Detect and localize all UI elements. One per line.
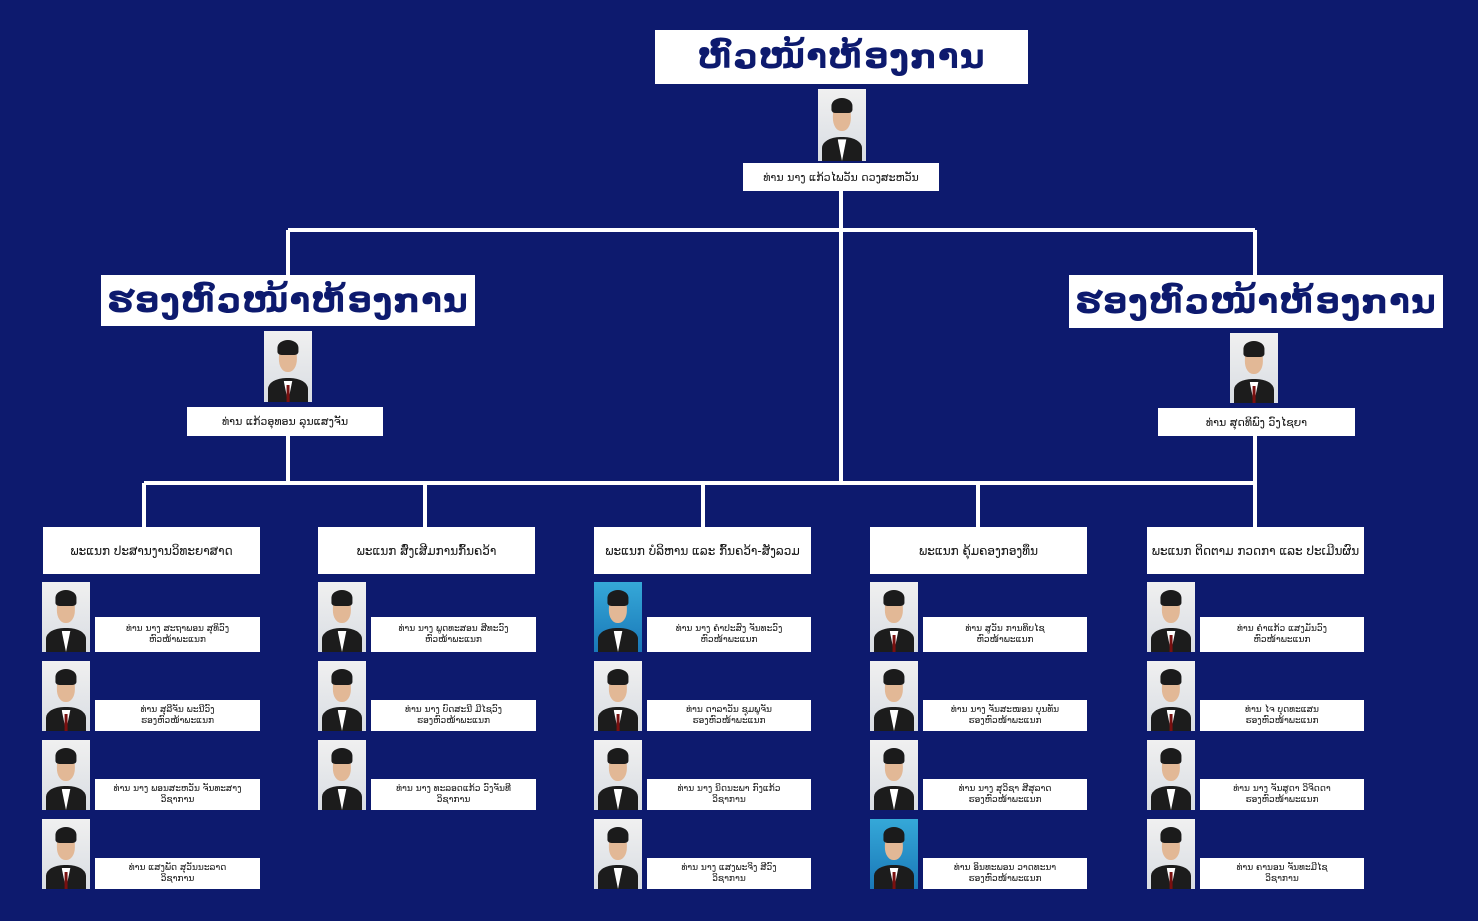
deputy-photo-left bbox=[264, 331, 312, 402]
member-name: ທ່ານ ນາງ ທະລອດແກ້ວ ວົງຈັນທີ bbox=[396, 783, 511, 794]
member-position: ຮອງຫົວໜ້າພະແນກ bbox=[1245, 794, 1319, 805]
member-photo bbox=[318, 582, 366, 652]
chief-photo bbox=[818, 89, 866, 161]
member-card: ທ່ານ ນາງ ພູດທະສອນ ສີທະວົງຫົວໜ້າພະແນກ bbox=[371, 617, 536, 652]
member-position: ຮອງຫົວໜ້າພະແນກ bbox=[416, 715, 491, 726]
member-card: ທ່ານ ນາງ ທະລອດແກ້ວ ວົງຈັນທີວິຊາການ bbox=[371, 779, 536, 810]
member-position: ວິຊາການ bbox=[712, 794, 746, 805]
member-name: ທ່ານ ນາງ ຈັນສູດາ ວິຈິດດາ bbox=[1233, 783, 1331, 794]
member-name: ທ່ານ ນາງ ສະຖາພອນ ສຸທິວົງ bbox=[125, 623, 230, 634]
member-name: ທ່ານ ນາງ ບົດສະນີ ມີໄຊວົງ bbox=[405, 704, 502, 715]
member-photo bbox=[42, 740, 90, 810]
member-position: ຫົວໜ້າພະແນກ bbox=[1253, 634, 1311, 645]
member-photo bbox=[318, 740, 366, 810]
member-card: ທ່ານ ນາງ ຈັນສະໜອນ ບຸນທັນຮອງຫົວໜ້າພະແນກ bbox=[923, 700, 1087, 731]
member-position: ວິຊາການ bbox=[1265, 873, 1299, 884]
member-name: ທ່ານ ຄຳແກ້ວ ແສງມັນວົງ bbox=[1237, 623, 1327, 634]
member-card: ທ່ານ ສູວັນ ການທິບໄຊຫົວໜ້າພະແນກ bbox=[923, 617, 1087, 652]
department-title: ພະແນກ ຕິດຕາມ ກວດກາ ແລະ ປະເມີນຜົນ bbox=[1147, 527, 1364, 574]
member-card: ທ່ານ ນາງ ນິດນະພາ ກົງແກ້ວວິຊາການ bbox=[647, 779, 811, 810]
deputy-photo-right bbox=[1230, 333, 1278, 403]
member-position: ຫົວໜ້າພະແນກ bbox=[700, 634, 758, 645]
member-name: ທ່ານ ສູວັນ ການທິບໄຊ bbox=[965, 623, 1045, 634]
deputy-name-right: ທ່ານ ສຸດທິພົງ ວົງໄຊຍາ bbox=[1158, 408, 1355, 436]
member-card: ທ່ານ ນາງ ບົດສະນີ ມີໄຊວົງຮອງຫົວໜ້າພະແນກ bbox=[371, 700, 536, 731]
department-title: ພະແນກ ບໍລິຫານ ແລະ ກົ້ນຄວ້າ-ສັງລວມ bbox=[594, 527, 811, 574]
member-card: ທ່ານ ແສງພັດ ສຸວັນນະລາດວິຊາການ bbox=[95, 858, 260, 889]
member-photo bbox=[42, 819, 90, 889]
member-name: ທ່ານ ນາງ ນິດນະພາ ກົງແກ້ວ bbox=[677, 783, 781, 794]
deputy-name-left: ທ່ານ ແກ້ວອຸທອນ ລຸນແສງຈັນ bbox=[187, 407, 383, 436]
department-title: ພະແນກ ສົ່ງເສີມການກົ້ນຄວ້າ bbox=[318, 527, 535, 574]
member-card: ທ່ານ ນາງ ຄຳປະສົງ ຈັນທະວົງຫົວໜ້າພະແນກ bbox=[647, 617, 811, 652]
member-name: ທ່ານ ແສງພັດ ສຸວັນນະລາດ bbox=[128, 862, 227, 873]
member-name: ທ່ານ ນາງ ພູດທະສອນ ສີທະວົງ bbox=[398, 623, 509, 634]
deputy-title-left: ຮອງຫົວໜ້າຫ້ອງການ bbox=[101, 275, 475, 326]
member-photo bbox=[870, 582, 918, 652]
member-card: ທ່ານ ຄານອນ ຈັນທະມີໄຊວິຊາການ bbox=[1200, 858, 1364, 889]
member-photo bbox=[594, 740, 642, 810]
member-position: ວິຊາການ bbox=[160, 873, 195, 884]
member-position: ວິຊາການ bbox=[712, 873, 746, 884]
member-name: ທ່ານ ຄານອນ ຈັນທະມີໄຊ bbox=[1236, 862, 1328, 873]
member-photo bbox=[318, 661, 366, 731]
member-card: ທ່ານ ນາງ ພອນສະຫວັນ ຈັນທະສາງວິຊາການ bbox=[95, 779, 260, 810]
member-name: ທ່ານ ນາງ ພອນສະຫວັນ ຈັນທະສາງ bbox=[113, 783, 242, 794]
member-name: ທ່ານ ໄຈ ບຸດທະແສນ bbox=[1245, 704, 1319, 715]
chief-title: ຫົວໜ້າຫ້ອງການ bbox=[655, 30, 1028, 84]
member-position: ວິຊາການ bbox=[160, 794, 195, 805]
member-photo bbox=[1147, 819, 1195, 889]
member-position: ຮອງຫົວໜ້າພະແນກ bbox=[692, 715, 766, 726]
member-name: ທ່ານ ນາງ ຄຳປະສົງ ຈັນທະວົງ bbox=[675, 623, 783, 634]
member-position: ຮອງຫົວໜ້າພະແນກ bbox=[1245, 715, 1319, 726]
member-photo bbox=[42, 661, 90, 731]
member-card: ທ່ານ ນາງ ຈັນສູດາ ວິຈິດດາຮອງຫົວໜ້າພະແນກ bbox=[1200, 779, 1364, 810]
member-position: ວິຊາການ bbox=[436, 794, 471, 805]
department-title: ພະແນກ ຄຸ້ມຄອງກອງທຶນ bbox=[870, 527, 1087, 574]
member-photo bbox=[1147, 661, 1195, 731]
member-position: ຫົວໜ້າພະແນກ bbox=[425, 634, 482, 645]
member-name: ທ່ານ ນາງ ແສງພະຈິງ ສີວົງ bbox=[681, 862, 777, 873]
member-card: ທ່ານ ສຸລີຈັນ ພະນີວົງຮອງຫົວໜ້າພະແນກ bbox=[95, 700, 260, 731]
member-name: ທ່ານ ສຸລີຈັນ ພະນີວົງ bbox=[140, 704, 215, 715]
member-photo bbox=[42, 582, 90, 652]
member-card: ທ່ານ ນາງ ແສງພະຈິງ ສີວົງວິຊາການ bbox=[647, 858, 811, 889]
member-photo bbox=[594, 582, 642, 652]
member-photo bbox=[594, 661, 642, 731]
member-position: ຫົວໜ້າພະແນກ bbox=[976, 634, 1034, 645]
member-name: ທ່ານ ອິນທະພອນ ວາດທະນາ bbox=[953, 862, 1057, 873]
member-photo bbox=[594, 819, 642, 889]
member-card: ທ່ານ ໄຈ ບຸດທະແສນຮອງຫົວໜ້າພະແນກ bbox=[1200, 700, 1364, 731]
member-card: ທ່ານ ຄຳແກ້ວ ແສງມັນວົງຫົວໜ້າພະແນກ bbox=[1200, 617, 1364, 652]
deputy-title-right: ຮອງຫົວໜ້າຫ້ອງການ bbox=[1069, 275, 1443, 328]
member-position: ຮອງຫົວໜ້າພະແນກ bbox=[968, 794, 1042, 805]
member-card: ທ່ານ ນາງ ສະຖາພອນ ສຸທິວົງຫົວໜ້າພະແນກ bbox=[95, 617, 260, 652]
chief-name: ທ່ານ ນາງ ແກ້ວໄພວັນ ດວງສະຫວັນ bbox=[743, 163, 939, 191]
member-name: ທ່ານ ດາລາວັນ ຊຸມພູຈັນ bbox=[686, 704, 772, 715]
member-position: ຫົວໜ້າພະແນກ bbox=[149, 634, 206, 645]
member-card: ທ່ານ ດາລາວັນ ຊຸມພູຈັນຮອງຫົວໜ້າພະແນກ bbox=[647, 700, 811, 731]
member-photo bbox=[870, 740, 918, 810]
member-photo bbox=[870, 661, 918, 731]
member-position: ຮອງຫົວໜ້າພະແນກ bbox=[140, 715, 215, 726]
member-position: ຮອງຫົວໜ້າພະແນກ bbox=[968, 873, 1042, 884]
member-card: ທ່ານ ນາງ ສຸວິຊາ ສີສຸລາດຮອງຫົວໜ້າພະແນກ bbox=[923, 779, 1087, 810]
member-photo bbox=[870, 819, 918, 889]
member-name: ທ່ານ ນາງ ສຸວິຊາ ສີສຸລາດ bbox=[958, 783, 1052, 794]
department-title: ພະແນກ ປະສານງານວິທະຍາສາດ bbox=[43, 527, 260, 574]
member-card: ທ່ານ ອິນທະພອນ ວາດທະນາຮອງຫົວໜ້າພະແນກ bbox=[923, 858, 1087, 889]
member-position: ຮອງຫົວໜ້າພະແນກ bbox=[968, 715, 1042, 726]
member-photo bbox=[1147, 740, 1195, 810]
member-name: ທ່ານ ນາງ ຈັນສະໜອນ ບຸນທັນ bbox=[950, 704, 1060, 715]
member-photo bbox=[1147, 582, 1195, 652]
